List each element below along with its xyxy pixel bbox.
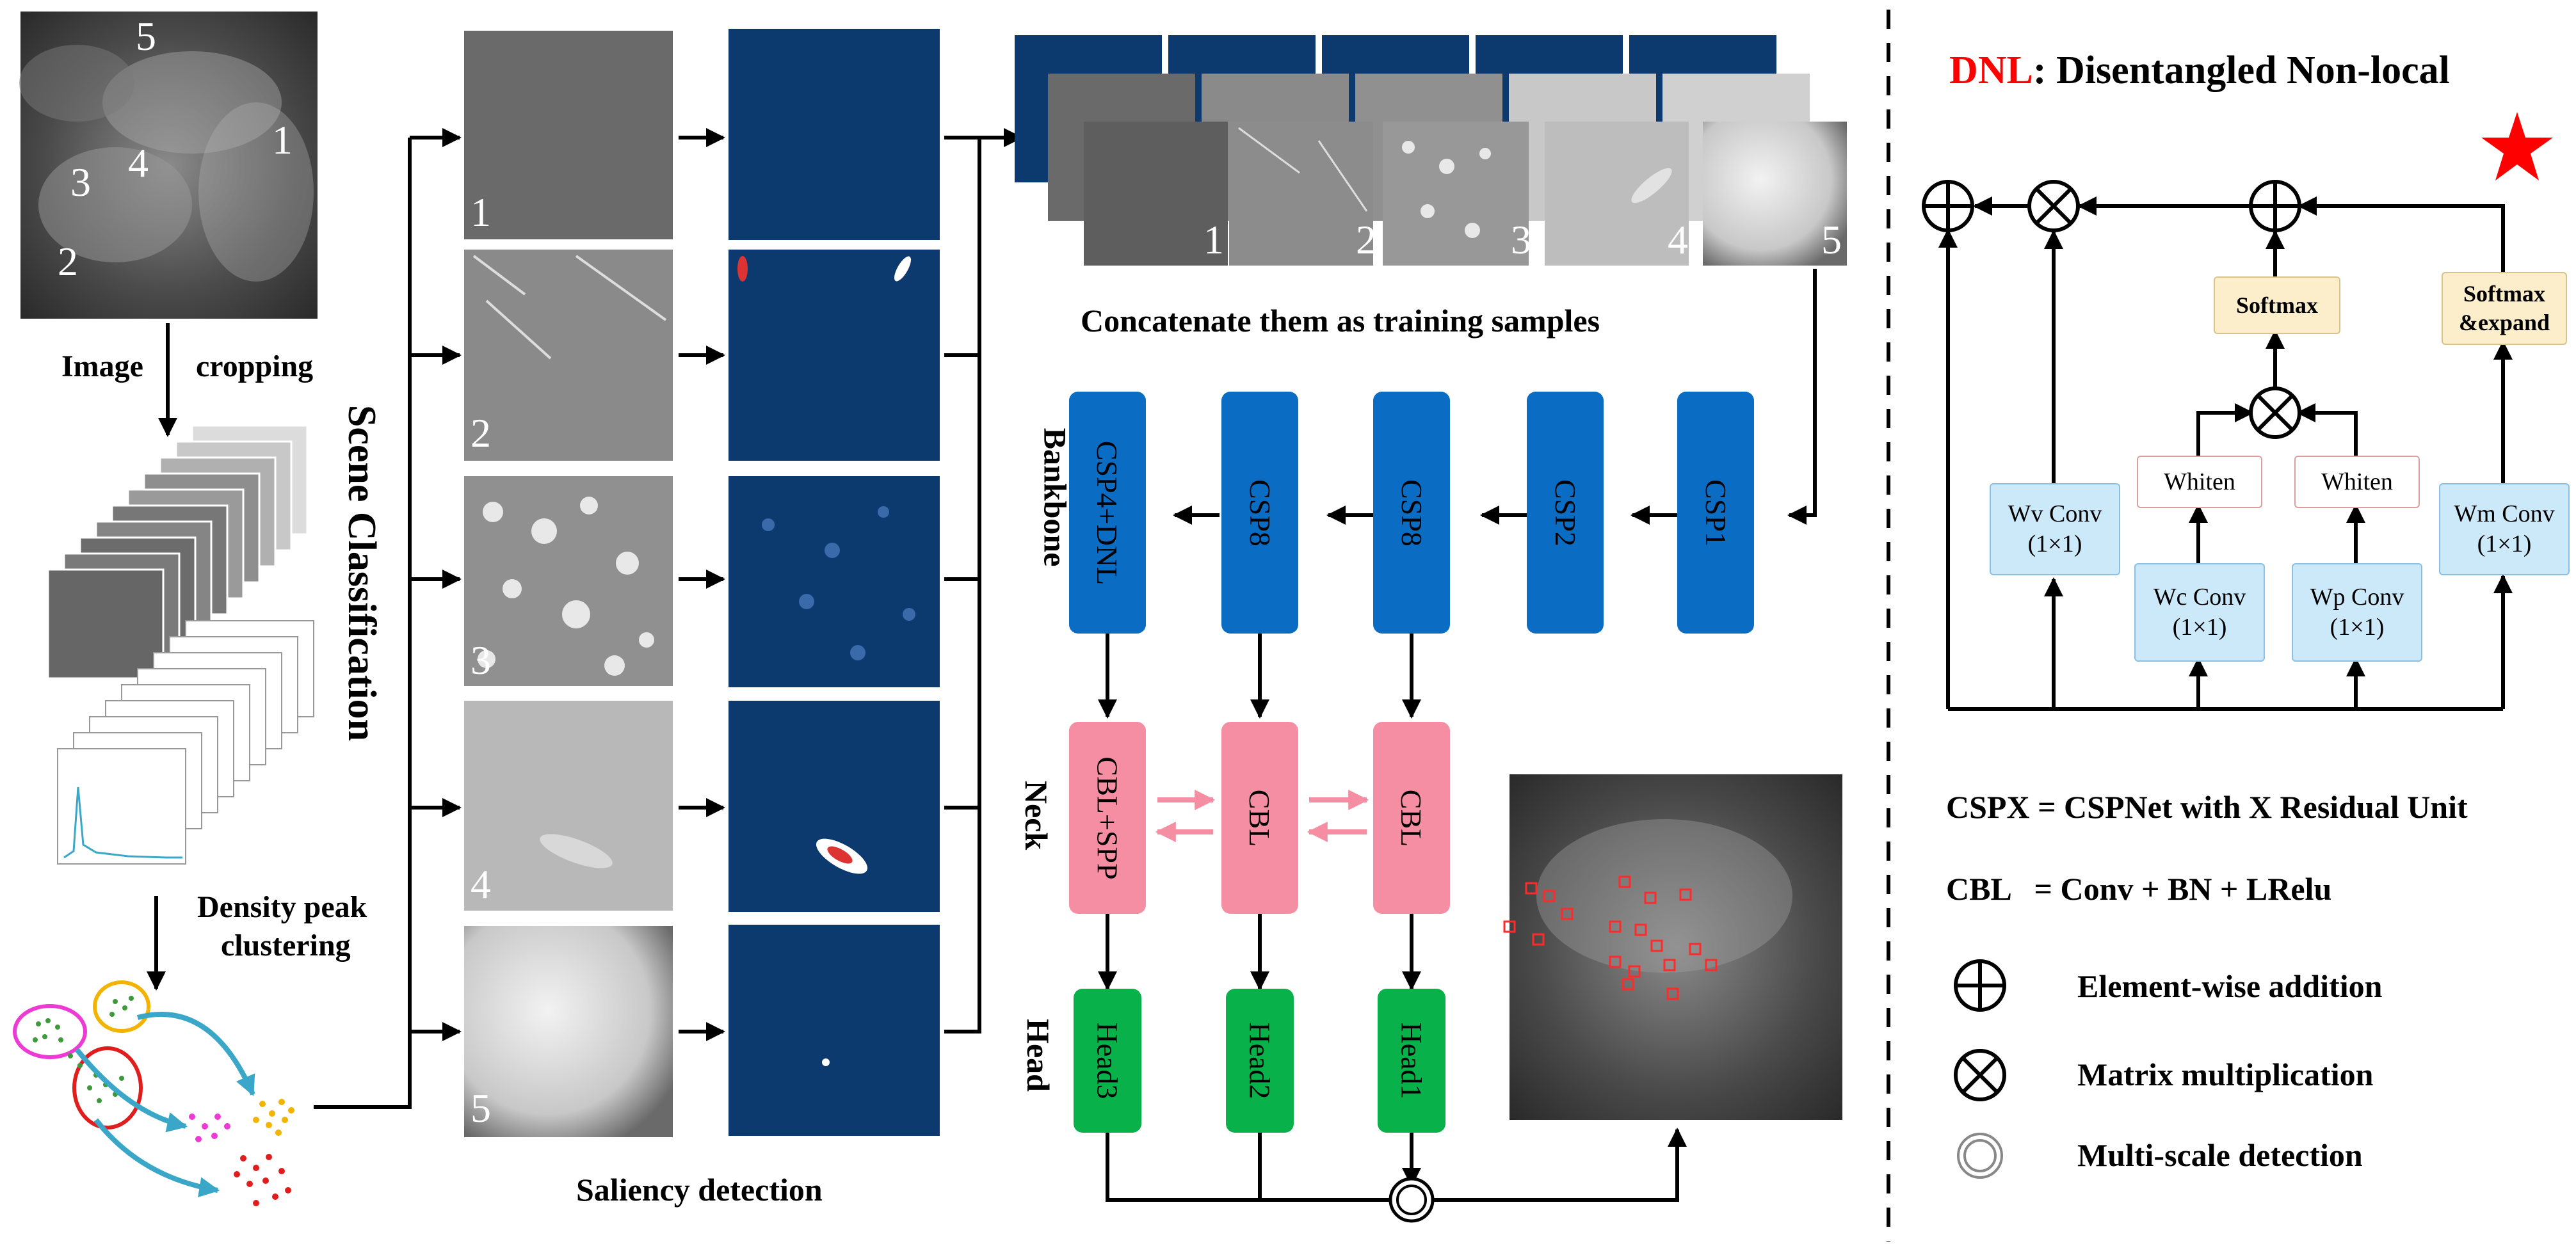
neck-block-cbl-spp: CBL+SPP	[1069, 722, 1146, 914]
head-block-head2: Head2	[1226, 989, 1294, 1133]
to-backbone-arrow	[1787, 269, 1817, 525]
neck-block-cbl-a: CBL	[1221, 722, 1298, 914]
dnl-title-accent: DNL	[1949, 49, 2033, 92]
concat-number-2: 2	[1356, 217, 1376, 262]
legend-cbl-definition: CBL = Conv + BN + LRelu	[1946, 871, 2332, 907]
legend-symbols	[1954, 959, 2006, 1101]
scene-number-2: 2	[471, 410, 491, 456]
head-merge-arrows	[1106, 1128, 1687, 1202]
cropped-tile-stack	[47, 424, 309, 680]
detection-result-image	[1503, 774, 1842, 1120]
legend-element-wise-addition: Element-wise addition	[2077, 968, 2383, 1004]
dnl-title: DNL: Disentangled Non-local	[1949, 48, 2450, 93]
saliency-arrows	[679, 128, 725, 1041]
scene-number-5: 5	[471, 1085, 491, 1131]
source-label-3: 3	[70, 159, 91, 205]
stage-label-head: Head	[1020, 1019, 1056, 1092]
dnl-title-rest: : Disentangled Non-local	[2033, 49, 2450, 92]
legend-multi-scale-detection: Multi-scale detection	[2077, 1137, 2363, 1173]
head-block-head3: Head3	[1074, 989, 1141, 1133]
neck-arrows	[1155, 790, 1369, 842]
source-label-2: 2	[58, 239, 78, 284]
backbone-block-csp8-b: CSP8	[1373, 392, 1450, 634]
scene-branch-arrows	[314, 128, 462, 1109]
source-label-5: 5	[136, 13, 156, 59]
backbone-block-csp8-a: CSP8	[1221, 392, 1298, 634]
wv-conv-box: Wv Conv(1×1)	[1990, 483, 2120, 575]
star-icon	[2481, 112, 2553, 180]
softmax-expand-box: Softmax&expand	[2442, 272, 2567, 345]
image-cropping-label-right: cropping	[196, 349, 314, 383]
legend-matrix-multiplication: Matrix multiplication	[2077, 1057, 2374, 1092]
density-clusters	[13, 980, 294, 1206]
head-block-head1: Head1	[1378, 989, 1445, 1133]
source-label-4: 4	[128, 140, 149, 186]
scene-number-1: 1	[471, 189, 491, 235]
backbone-block-csp4-dnl: CSP4+DNL	[1069, 392, 1146, 634]
backbone-block-csp2: CSP2	[1527, 392, 1604, 634]
multi-scale-node	[1389, 1177, 1435, 1223]
merge-arrows	[944, 128, 1023, 1034]
stage-label-neck: Neck	[1018, 780, 1055, 850]
density-peak-label-line1: Density peak	[197, 890, 367, 924]
legend-cspx-definition: CSPX = CSPNet with X Residual Unit	[1946, 789, 2468, 825]
legend-multiscale-symbol	[1957, 1133, 2003, 1179]
wm-conv-box: Wm Conv(1×1)	[2439, 483, 2570, 575]
concat-number-1: 1	[1203, 217, 1224, 262]
density-peak-label-line2: clustering	[221, 929, 351, 962]
scene-number-3: 3	[471, 637, 491, 683]
stage-label-backbone: Bankbone	[1037, 427, 1074, 567]
concat-number-5: 5	[1821, 217, 1842, 262]
source-label-1: 1	[272, 117, 293, 163]
concat-number-3: 3	[1511, 217, 1531, 262]
whiten-box-left: Whiten	[2137, 456, 2262, 508]
whiten-box-right: Whiten	[2294, 456, 2420, 508]
wc-conv-box: Wc Conv(1×1)	[2134, 563, 2265, 662]
scene-tiles	[464, 31, 673, 1137]
histogram-stack	[57, 620, 314, 865]
backbone-block-csp1: CSP1	[1677, 392, 1754, 634]
image-cropping-label-left: Image	[61, 349, 143, 383]
scene-number-4: 4	[471, 861, 491, 907]
scene-classification-label: Scene Classification	[340, 404, 384, 742]
saliency-detection-label: Saliency detection	[576, 1172, 823, 1208]
concat-number-4: 4	[1668, 217, 1688, 262]
concat-caption: Concatenate them as training samples	[1081, 303, 1600, 339]
concat-front-row	[1084, 122, 1847, 266]
neck-block-cbl-b: CBL	[1373, 722, 1450, 914]
source-satellite-image	[19, 12, 318, 319]
wp-conv-box: Wp Conv(1×1)	[2292, 563, 2422, 662]
dnl-operators	[1922, 180, 2301, 439]
softmax-box: Softmax	[2214, 276, 2340, 334]
dnl-arrows	[1938, 196, 2513, 711]
backbone-arrows	[1098, 506, 1677, 991]
saliency-maps	[729, 29, 940, 1136]
